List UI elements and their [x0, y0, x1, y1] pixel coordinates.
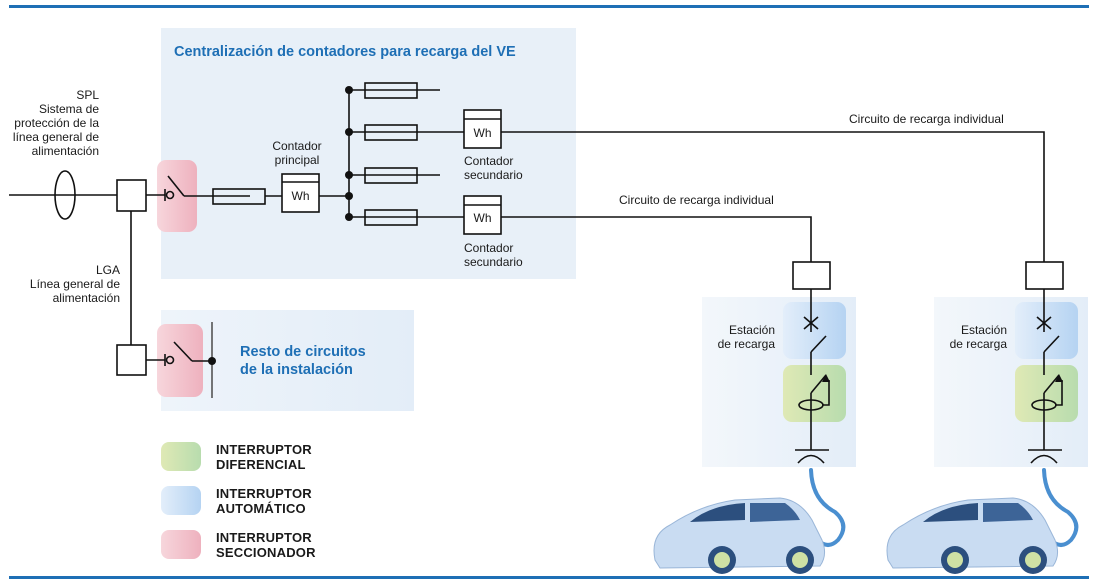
bottom-rule [9, 576, 1089, 579]
lga-junction-box [116, 179, 147, 212]
legend-swatch-automatic [161, 486, 201, 515]
main-meter-unit: Wh [291, 189, 310, 203]
secondary-meter-box-1 [463, 109, 502, 149]
secondary-meter-label-1: Contador secundario [464, 154, 523, 182]
circuit-2-line [501, 216, 812, 262]
station2-differential-highlight [1015, 365, 1078, 422]
main-meter-box [281, 173, 320, 213]
legend: INTERRUPTOR DIFERENCIAL INTERRUPTOR AUTO… [161, 440, 316, 561]
secondary-meter-label-2: Contador secundario [464, 241, 523, 269]
secondary-meter-unit-1: Wh [473, 126, 492, 140]
legend-item-automatic: INTERRUPTOR AUTOMÁTICO [161, 484, 316, 517]
legend-swatch-disconnector [161, 530, 201, 559]
ev-car-1 [653, 497, 826, 574]
station-label-1: Estación de recarga [717, 323, 775, 351]
station1-differential-highlight [783, 365, 846, 422]
station-label-2: Estación de recarga [949, 323, 1007, 351]
meter-centralization-panel [161, 28, 576, 279]
legend-item-disconnector: INTERRUPTOR SECCIONADOR [161, 528, 316, 561]
ev-car-2 [886, 497, 1059, 574]
legend-item-differential: INTERRUPTOR DIFERENCIAL [161, 440, 316, 473]
spl-label: SPL Sistema de protección de la línea ge… [12, 88, 99, 158]
main-switch-blade [167, 175, 185, 197]
charging-cable-2 [1042, 468, 1079, 547]
circuit-1-line [501, 131, 1045, 262]
spl-ring [54, 170, 76, 220]
top-rule [9, 5, 1089, 8]
secondary-meter-box-2 [463, 195, 502, 235]
charging-cable-1 [809, 468, 846, 547]
legend-swatch-differential [161, 442, 201, 471]
main-meter-label: Contador principal [272, 139, 322, 167]
diagram-title: Centralización de contadores para recarg… [174, 44, 516, 60]
circuit-label-1: Circuito de recarga individual [849, 112, 1004, 126]
rest-junction-box [116, 344, 147, 376]
station1-automatic-highlight [783, 302, 846, 359]
circuit-label-2: Circuito de recarga individual [619, 193, 774, 207]
secondary-meter-unit-2: Wh [473, 211, 492, 225]
rest-circuits-label: Resto de circuitos de la instalación [240, 344, 366, 378]
lga-label: LGA Línea general de alimentación [29, 263, 120, 305]
